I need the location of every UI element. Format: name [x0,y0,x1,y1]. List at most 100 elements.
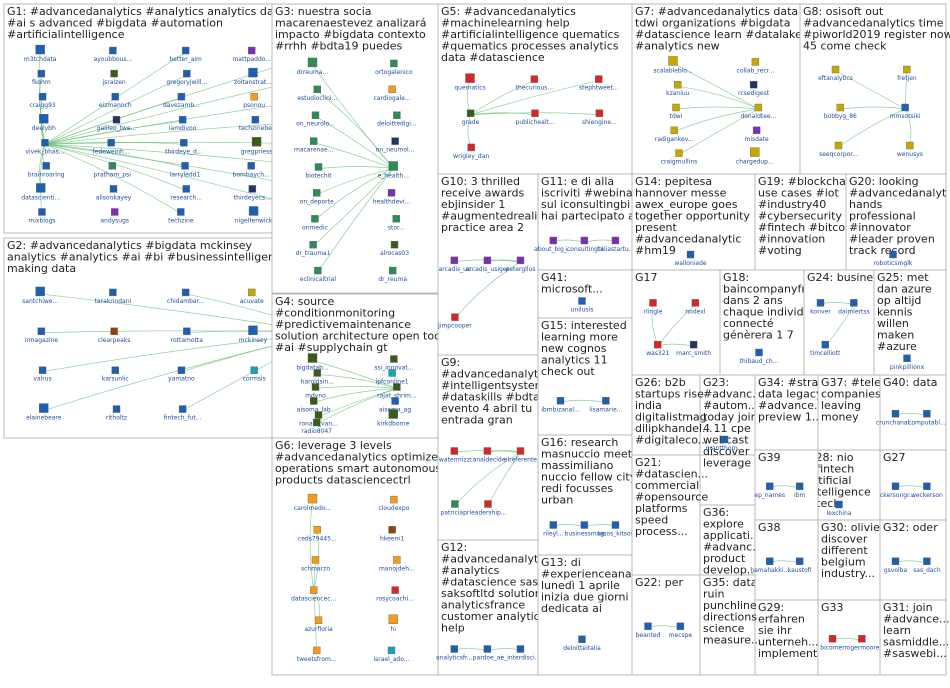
node-israel-ado-[interactable]: israel_ado... [373,646,410,663]
node-brainroaring[interactable]: brainroaring [28,162,65,178]
node-tweetsfrom-[interactable]: tweetsfrom... [297,646,337,663]
node-schmarzo[interactable]: schmarzo [301,556,330,572]
node-healthdevi-[interactable]: healthdevi... [373,189,411,205]
node-rajat-shrim-[interactable]: rajat_shrim... [377,383,417,400]
node-m3tchdata[interactable]: m3tchdata [24,44,57,63]
node-cardiogale-[interactable]: cardiogale... [374,85,411,102]
node-ceds79445-[interactable]: ceds79445... [298,526,337,542]
node-mixblogs[interactable]: mixblogs [28,208,56,224]
node-kirkdborne[interactable]: kirkdborne [377,409,410,428]
node-quematics[interactable]: quematics [454,73,486,92]
node-davezamb-[interactable]: davezamb... [163,92,200,109]
node-tasos-kitsos[interactable]: tasos_kitsos [597,521,634,538]
node-craigg93[interactable]: craigg93 [29,92,56,109]
node-galileo-twe-[interactable]: galileo_twe... [97,116,137,132]
node-fretjen[interactable]: fretjen [897,65,917,82]
node-carolmedo-[interactable]: carolmedo... [294,493,331,512]
node-collab-recr-[interactable]: collab_recr... [737,58,775,74]
node-e-interdisci-[interactable]: e_interdisci... [501,645,541,662]
node-cormsis[interactable]: cormsis [243,366,266,383]
node-chargedup-[interactable]: chargedup... [736,147,774,166]
node-grantthorn-[interactable]: grantthorn... [706,435,744,452]
node-radio8047[interactable]: radio8047 [301,418,332,435]
node-computabl-[interactable]: computabl... [908,410,946,426]
node-rosycoachi-[interactable]: rosycoachi... [376,586,414,603]
node-pratham-psi[interactable]: pratham_psi [94,162,132,178]
node-thecurious-[interactable]: thecurious... [516,75,553,92]
node-walloniade[interactable]: walloniade [674,250,707,267]
node-chidambar-[interactable]: chidambar... [167,288,204,305]
node-zoltanstrat-[interactable]: zoltanstrat... [234,67,272,86]
node-mattpaddo-[interactable]: mattpaddo... [232,46,271,63]
node-deloittedigi-[interactable]: deloittedigi... [377,111,417,128]
node-deelybh[interactable]: deelybh [32,114,56,132]
node-hkeem1[interactable]: hkeem1 [380,526,404,542]
node-petergllus[interactable]: petergllus [505,256,535,273]
node-stephtweet-[interactable]: stephtweet... [579,75,619,92]
node-lexchina[interactable]: lexchina [827,500,852,517]
node-arcadis-us[interactable]: arcadis_us [439,256,471,273]
node-beanted[interactable]: beanted [636,622,661,639]
node-dr-trauma1[interactable]: dr_trauma1 [296,240,331,257]
node-yamatno[interactable]: yamatno [168,366,195,383]
node-stor-[interactable]: stor... [388,215,405,231]
node-grade[interactable]: grade [462,109,480,126]
node-aisoma-lab[interactable]: aisoma_lab [297,397,331,414]
node-elainebeare[interactable]: elainebeare [26,403,62,422]
node-tdwi[interactable]: tdwi [670,103,683,120]
node-eftanalytics[interactable]: eftanalytics [818,65,853,82]
node-bigdatab-[interactable]: bigdatab... [296,353,329,372]
node-tarakrindani[interactable]: tarakrindani [95,288,132,305]
node-pinkpillionx[interactable]: pinkpillionx [890,354,925,371]
node-bombaych-[interactable]: bombaych... [233,162,270,178]
node-azurfloria[interactable]: azurfloria [304,616,333,633]
node-iconsultingbi[interactable]: iconsultingbi [565,236,604,253]
node-lisamarie-[interactable]: lisamarie... [589,397,623,413]
node-eckersongr-[interactable]: eckersongr... [876,482,915,499]
node-hi[interactable]: hi [388,614,398,633]
node-businessmag[interactable]: businessmag [565,521,605,538]
node-onmedic[interactable]: onmedic [302,215,328,231]
node-roboticsmglk[interactable]: roboticsmglk [874,250,913,267]
node-ortogalenico[interactable]: ortogalenico [375,59,413,76]
node-wrigley-dan[interactable]: wrigley_dan [453,143,489,160]
node-ibmbizanal-[interactable]: ibmbizanal... [541,397,580,413]
node-better-aim[interactable]: better_aim [169,46,202,63]
node-techzine[interactable]: techzine [168,208,194,224]
node-rcsedigest[interactable]: rcsedigest [738,80,770,97]
node-research-[interactable]: research... [170,185,202,201]
node-rileyl-[interactable]: rileyl... [543,521,564,538]
node-cloudexpo[interactable]: cloudexpo [378,495,410,512]
node-jimpcooper[interactable]: jimpcooper [437,313,472,330]
node-datascienti-[interactable]: datascienti... [21,183,60,201]
node-alrocas03[interactable]: alrocas03 [380,240,409,257]
node-mecspe[interactable]: mecspe [669,622,693,639]
node-on-deporte[interactable]: on_deporte [300,189,334,205]
node-italiastartu-[interactable]: italiastartu... [596,236,635,253]
node-vivek-bhas-[interactable]: vivek_bhas... [25,139,65,155]
node-larryledd1[interactable]: larryledd1 [170,162,201,178]
node-eizmannch[interactable]: eizmannch [99,92,132,109]
node-watermizz[interactable]: watermizz [439,447,470,464]
node-leadership-[interactable]: leadership... [469,500,507,517]
node-acuvate[interactable]: acuvate [240,288,264,305]
node-alisonkayey[interactable]: alisonkayey [96,185,132,201]
node-mckinsey[interactable]: mckinsey [239,325,268,344]
node-karsunlic[interactable]: karsunlic [102,366,129,383]
node-nodexl[interactable]: nodexl [685,299,706,315]
node-bobbyg-86[interactable]: bobbyg_86 [824,103,857,120]
node-rlingle[interactable]: rlingle [644,299,663,315]
node-psonou[interactable]: psonou [243,92,265,109]
node-ayoubbous-[interactable]: ayoubbous... [94,46,133,63]
node-hamahakki-[interactable]: hamahakki... [750,557,789,574]
node-misdate[interactable]: misdate [745,126,769,143]
node-radigankev-[interactable]: radigankev... [655,126,694,143]
node-arcadis-usiger[interactable]: arcadis_usiger [466,256,510,273]
node-wenusys[interactable]: wenusys [897,141,923,158]
node-rottamotta[interactable]: rottamotta [171,327,204,344]
node-dr-reuma[interactable]: dr_reuma [378,266,407,283]
node-iamdivoo[interactable]: iamdivoo [169,116,197,132]
node-techzinebe[interactable]: techzinebe [239,116,272,132]
node-andysugs[interactable]: andysugs [100,208,129,224]
node-jsraizen[interactable]: jsraizen [101,69,126,86]
